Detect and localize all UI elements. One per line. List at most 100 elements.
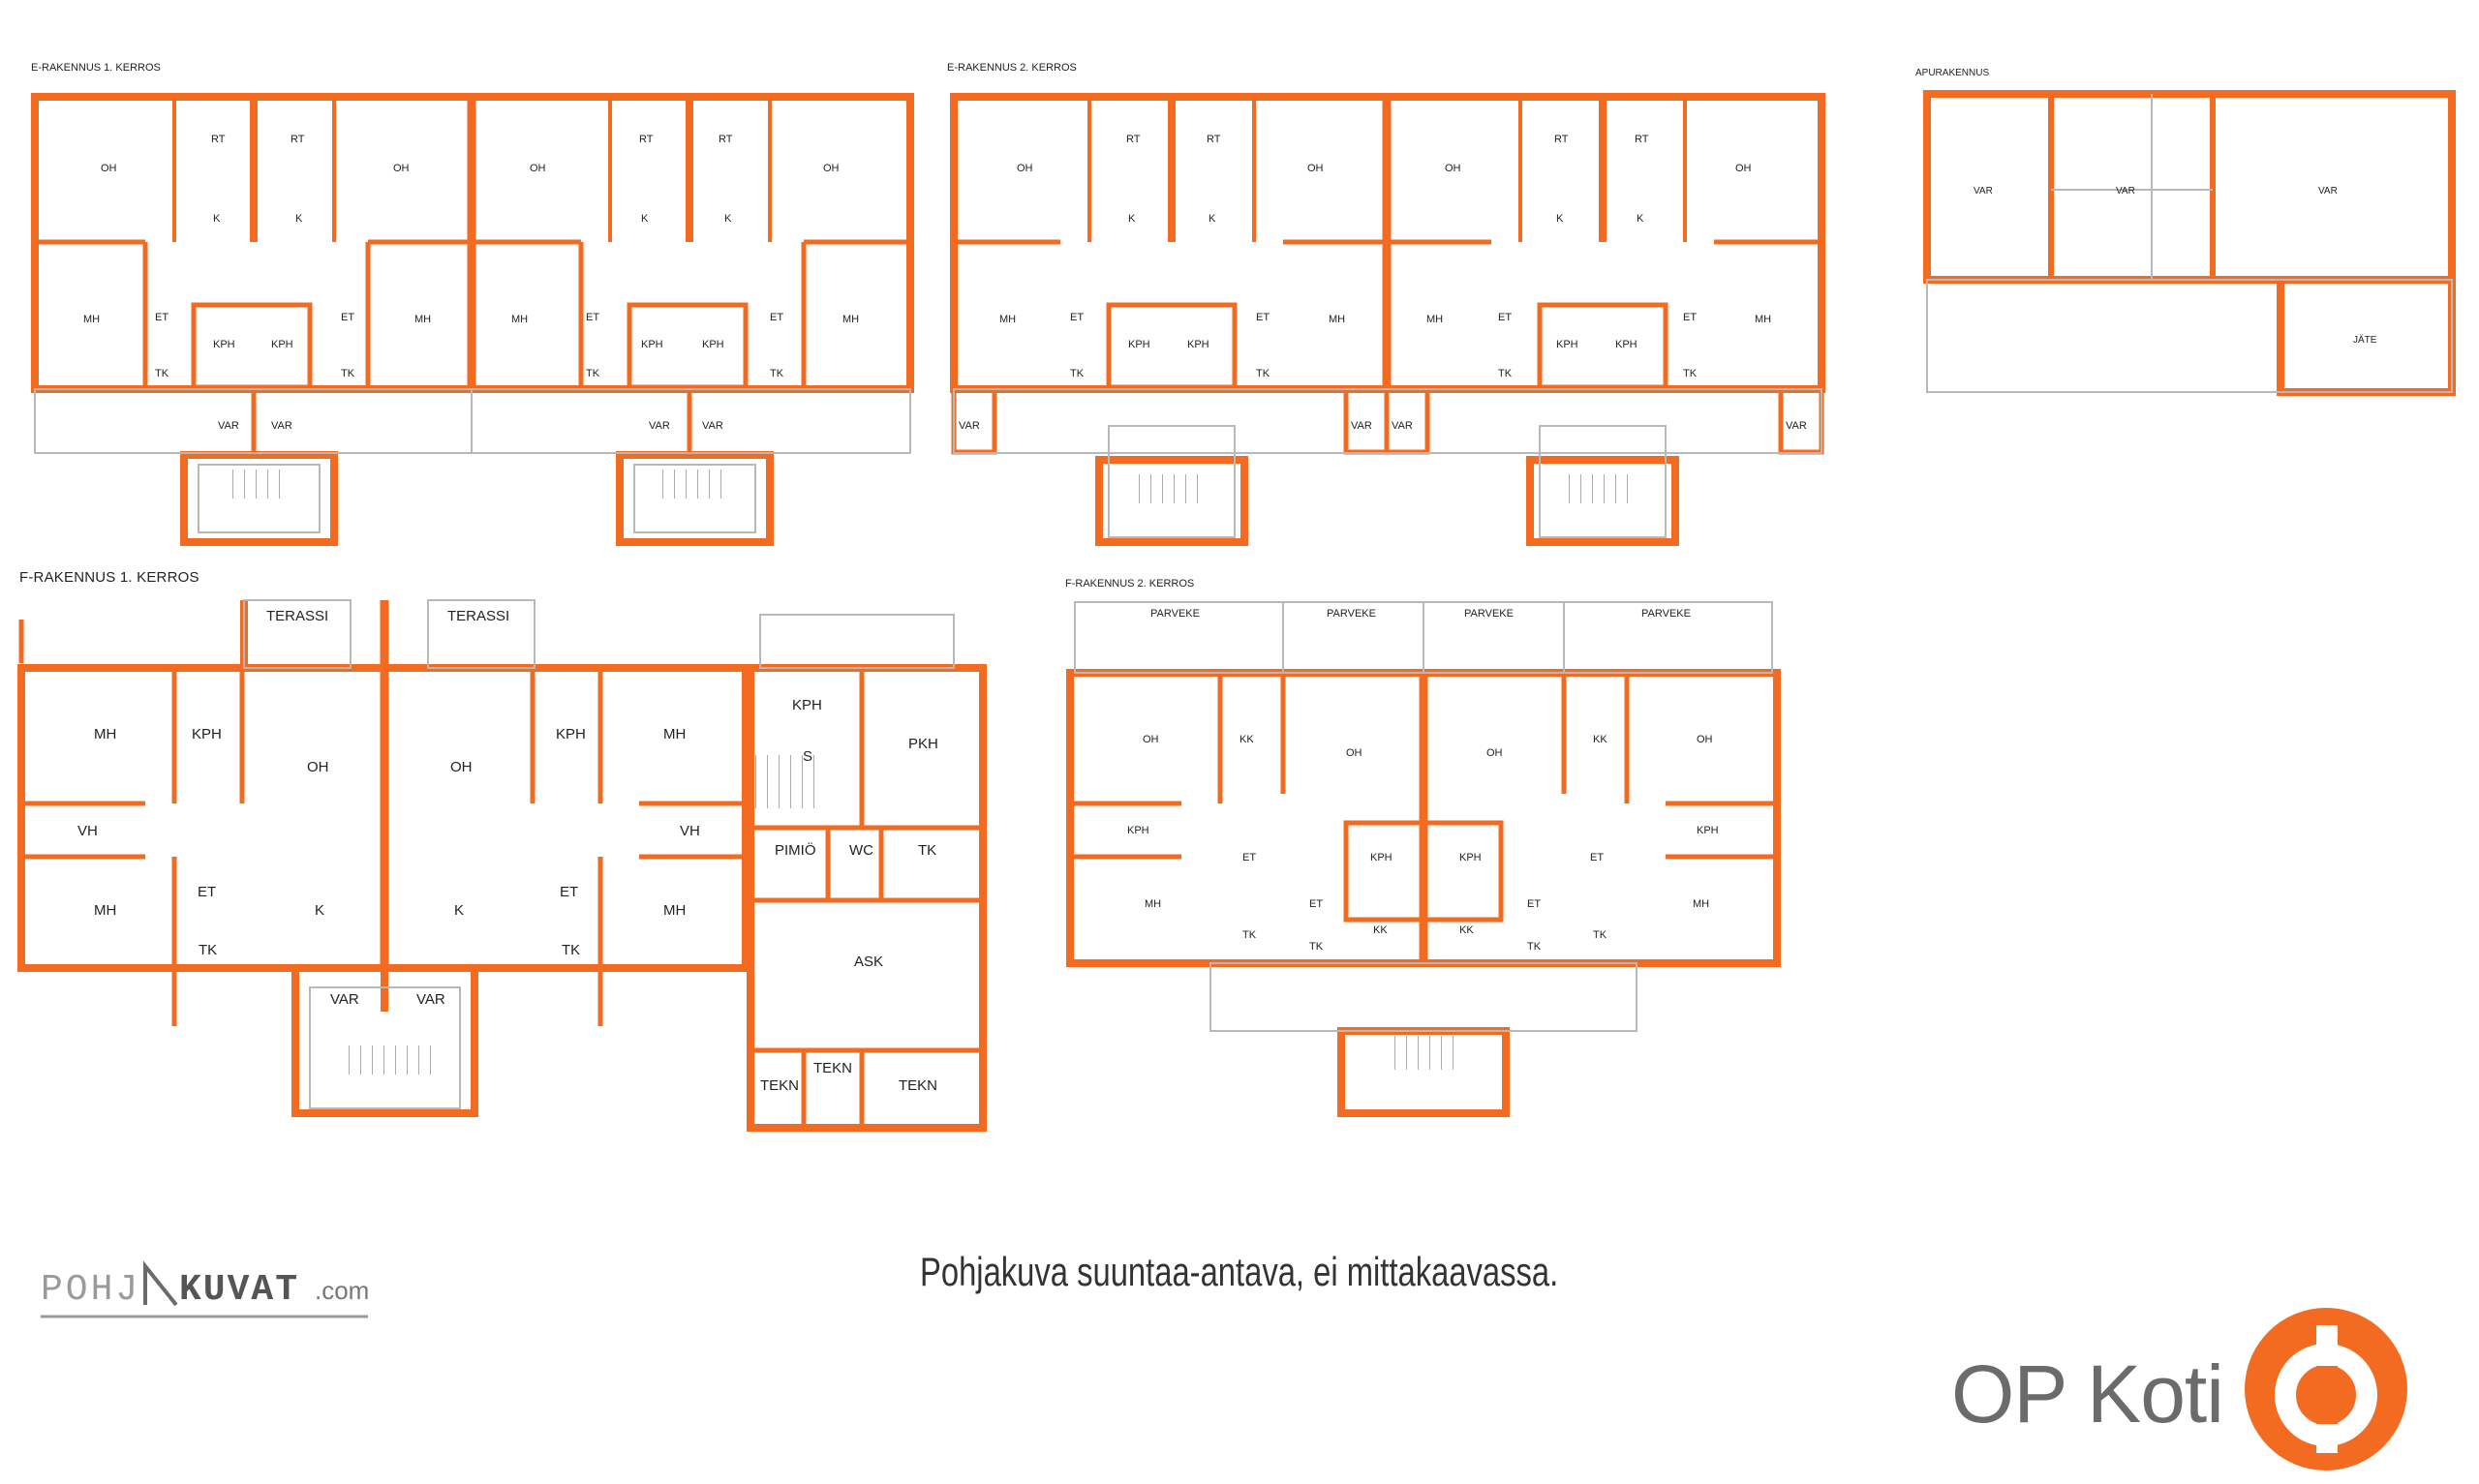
- room-label: VAR: [1786, 420, 1807, 432]
- room-label: KPH: [1127, 825, 1149, 836]
- room-label: VAR: [702, 420, 723, 432]
- svg-text:KUVAT: KUVAT: [179, 1269, 299, 1311]
- room-label: ET: [1498, 312, 1513, 323]
- room-label: ET: [1683, 312, 1698, 323]
- room-label: K: [1209, 213, 1216, 225]
- room-label: TK: [586, 368, 600, 379]
- room-label: ET: [1590, 852, 1605, 863]
- room-label: VAR: [271, 420, 292, 432]
- f1-title: F-RAKENNUS 1. KERROS: [19, 569, 199, 586]
- room-label: KK: [1240, 734, 1254, 745]
- room-label: TK: [1242, 929, 1257, 941]
- room-label: ET: [1309, 898, 1324, 910]
- room-label: KPH: [1187, 339, 1209, 350]
- room-label: RT: [1207, 134, 1221, 145]
- room-label: ET: [586, 312, 600, 323]
- room-label: RT: [639, 134, 654, 145]
- room-label: RT: [291, 134, 305, 145]
- room-label: MH: [1693, 898, 1710, 910]
- room-label: VAR: [1351, 420, 1372, 432]
- room-label: MH: [414, 314, 432, 325]
- room-label: KPH: [702, 339, 724, 350]
- room-label: WC: [849, 842, 873, 859]
- room-label: KPH: [1615, 339, 1637, 350]
- room-label: K: [213, 213, 221, 225]
- svg-text:.com: .com: [315, 1276, 369, 1305]
- room-label: K: [315, 902, 325, 919]
- room-label: ET: [1527, 898, 1542, 910]
- room-label: TK: [1309, 941, 1324, 953]
- room-label: OH: [1445, 163, 1461, 174]
- room-label: TEKN: [760, 1077, 800, 1094]
- room-label: KPH: [1128, 339, 1150, 350]
- room-label: KPH: [1459, 852, 1482, 863]
- room-label: OH: [1735, 163, 1752, 174]
- room-label: TK: [1070, 368, 1085, 379]
- room-label: OH: [530, 163, 546, 174]
- room-label: VAR: [2116, 186, 2135, 197]
- room-label: K: [641, 213, 649, 225]
- room-label: TK: [1256, 368, 1270, 379]
- room-label: PIMIÖ: [775, 842, 816, 859]
- room-label: MH: [83, 314, 101, 325]
- room-label: VH: [680, 823, 700, 839]
- room-label: KPH: [1370, 852, 1393, 863]
- room-label: TK: [1683, 368, 1698, 379]
- room-label: ET: [198, 884, 217, 900]
- room-label: OH: [393, 163, 410, 174]
- room-label: K: [1556, 213, 1564, 225]
- room-label: OH: [1346, 747, 1362, 759]
- room-label: K: [1637, 213, 1644, 225]
- room-label: ET: [155, 312, 169, 323]
- room-label: TK: [199, 942, 218, 958]
- room-label: PKH: [908, 736, 938, 752]
- room-label: ET: [1242, 852, 1257, 863]
- room-label: TK: [562, 942, 581, 958]
- room-label: K: [454, 902, 465, 919]
- f2-title: F-RAKENNUS 2. KERROS: [1065, 578, 1195, 590]
- room-label: MH: [999, 314, 1017, 325]
- apu-title: APURAKENNUS: [1915, 68, 1990, 78]
- room-label: VH: [77, 823, 98, 839]
- room-label: VAR: [330, 991, 359, 1008]
- room-label: OH: [1143, 734, 1159, 745]
- room-label: K: [724, 213, 732, 225]
- room-label: MH: [94, 726, 117, 742]
- op-logo-icon: [2245, 1308, 2407, 1470]
- room-label: OH: [450, 759, 473, 775]
- room-label: TERASSI: [266, 608, 329, 624]
- room-label: MH: [94, 902, 117, 919]
- room-label: PARVEKE: [1641, 608, 1691, 620]
- room-label: KPH: [792, 697, 822, 713]
- room-label: KPH: [641, 339, 663, 350]
- disclaimer-text: Pohjakuva suuntaa-antava, ei mittakaavas…: [920, 1249, 1559, 1294]
- room-label: OH: [307, 759, 329, 775]
- room-label: ET: [341, 312, 355, 323]
- room-label: VAR: [649, 420, 670, 432]
- room-label: KPH: [556, 726, 586, 742]
- room-label: KPH: [213, 339, 235, 350]
- room-label: K: [1128, 213, 1136, 225]
- room-label: ET: [1256, 312, 1270, 323]
- room-label: OH: [1697, 734, 1713, 745]
- room-label: PARVEKE: [1464, 608, 1514, 620]
- e1-title: E-RAKENNUS 1. KERROS: [31, 62, 161, 74]
- room-label: KPH: [1556, 339, 1578, 350]
- room-label: ET: [560, 884, 579, 900]
- room-label: MH: [511, 314, 529, 325]
- room-label: KK: [1459, 924, 1474, 936]
- room-label: TEKN: [899, 1077, 938, 1094]
- room-label: MH: [1426, 314, 1444, 325]
- room-label: MH: [1329, 314, 1346, 325]
- room-label: S: [803, 748, 813, 765]
- room-label: KK: [1593, 734, 1607, 745]
- room-label: RT: [1126, 134, 1141, 145]
- room-label: VAR: [959, 420, 980, 432]
- room-label: ASK: [854, 954, 884, 970]
- room-label: TK: [1498, 368, 1513, 379]
- room-label: TK: [341, 368, 355, 379]
- pohjakuvat-logo-text: POHJ: [41, 1269, 140, 1311]
- room-label: MH: [663, 902, 687, 919]
- room-label: RT: [1554, 134, 1569, 145]
